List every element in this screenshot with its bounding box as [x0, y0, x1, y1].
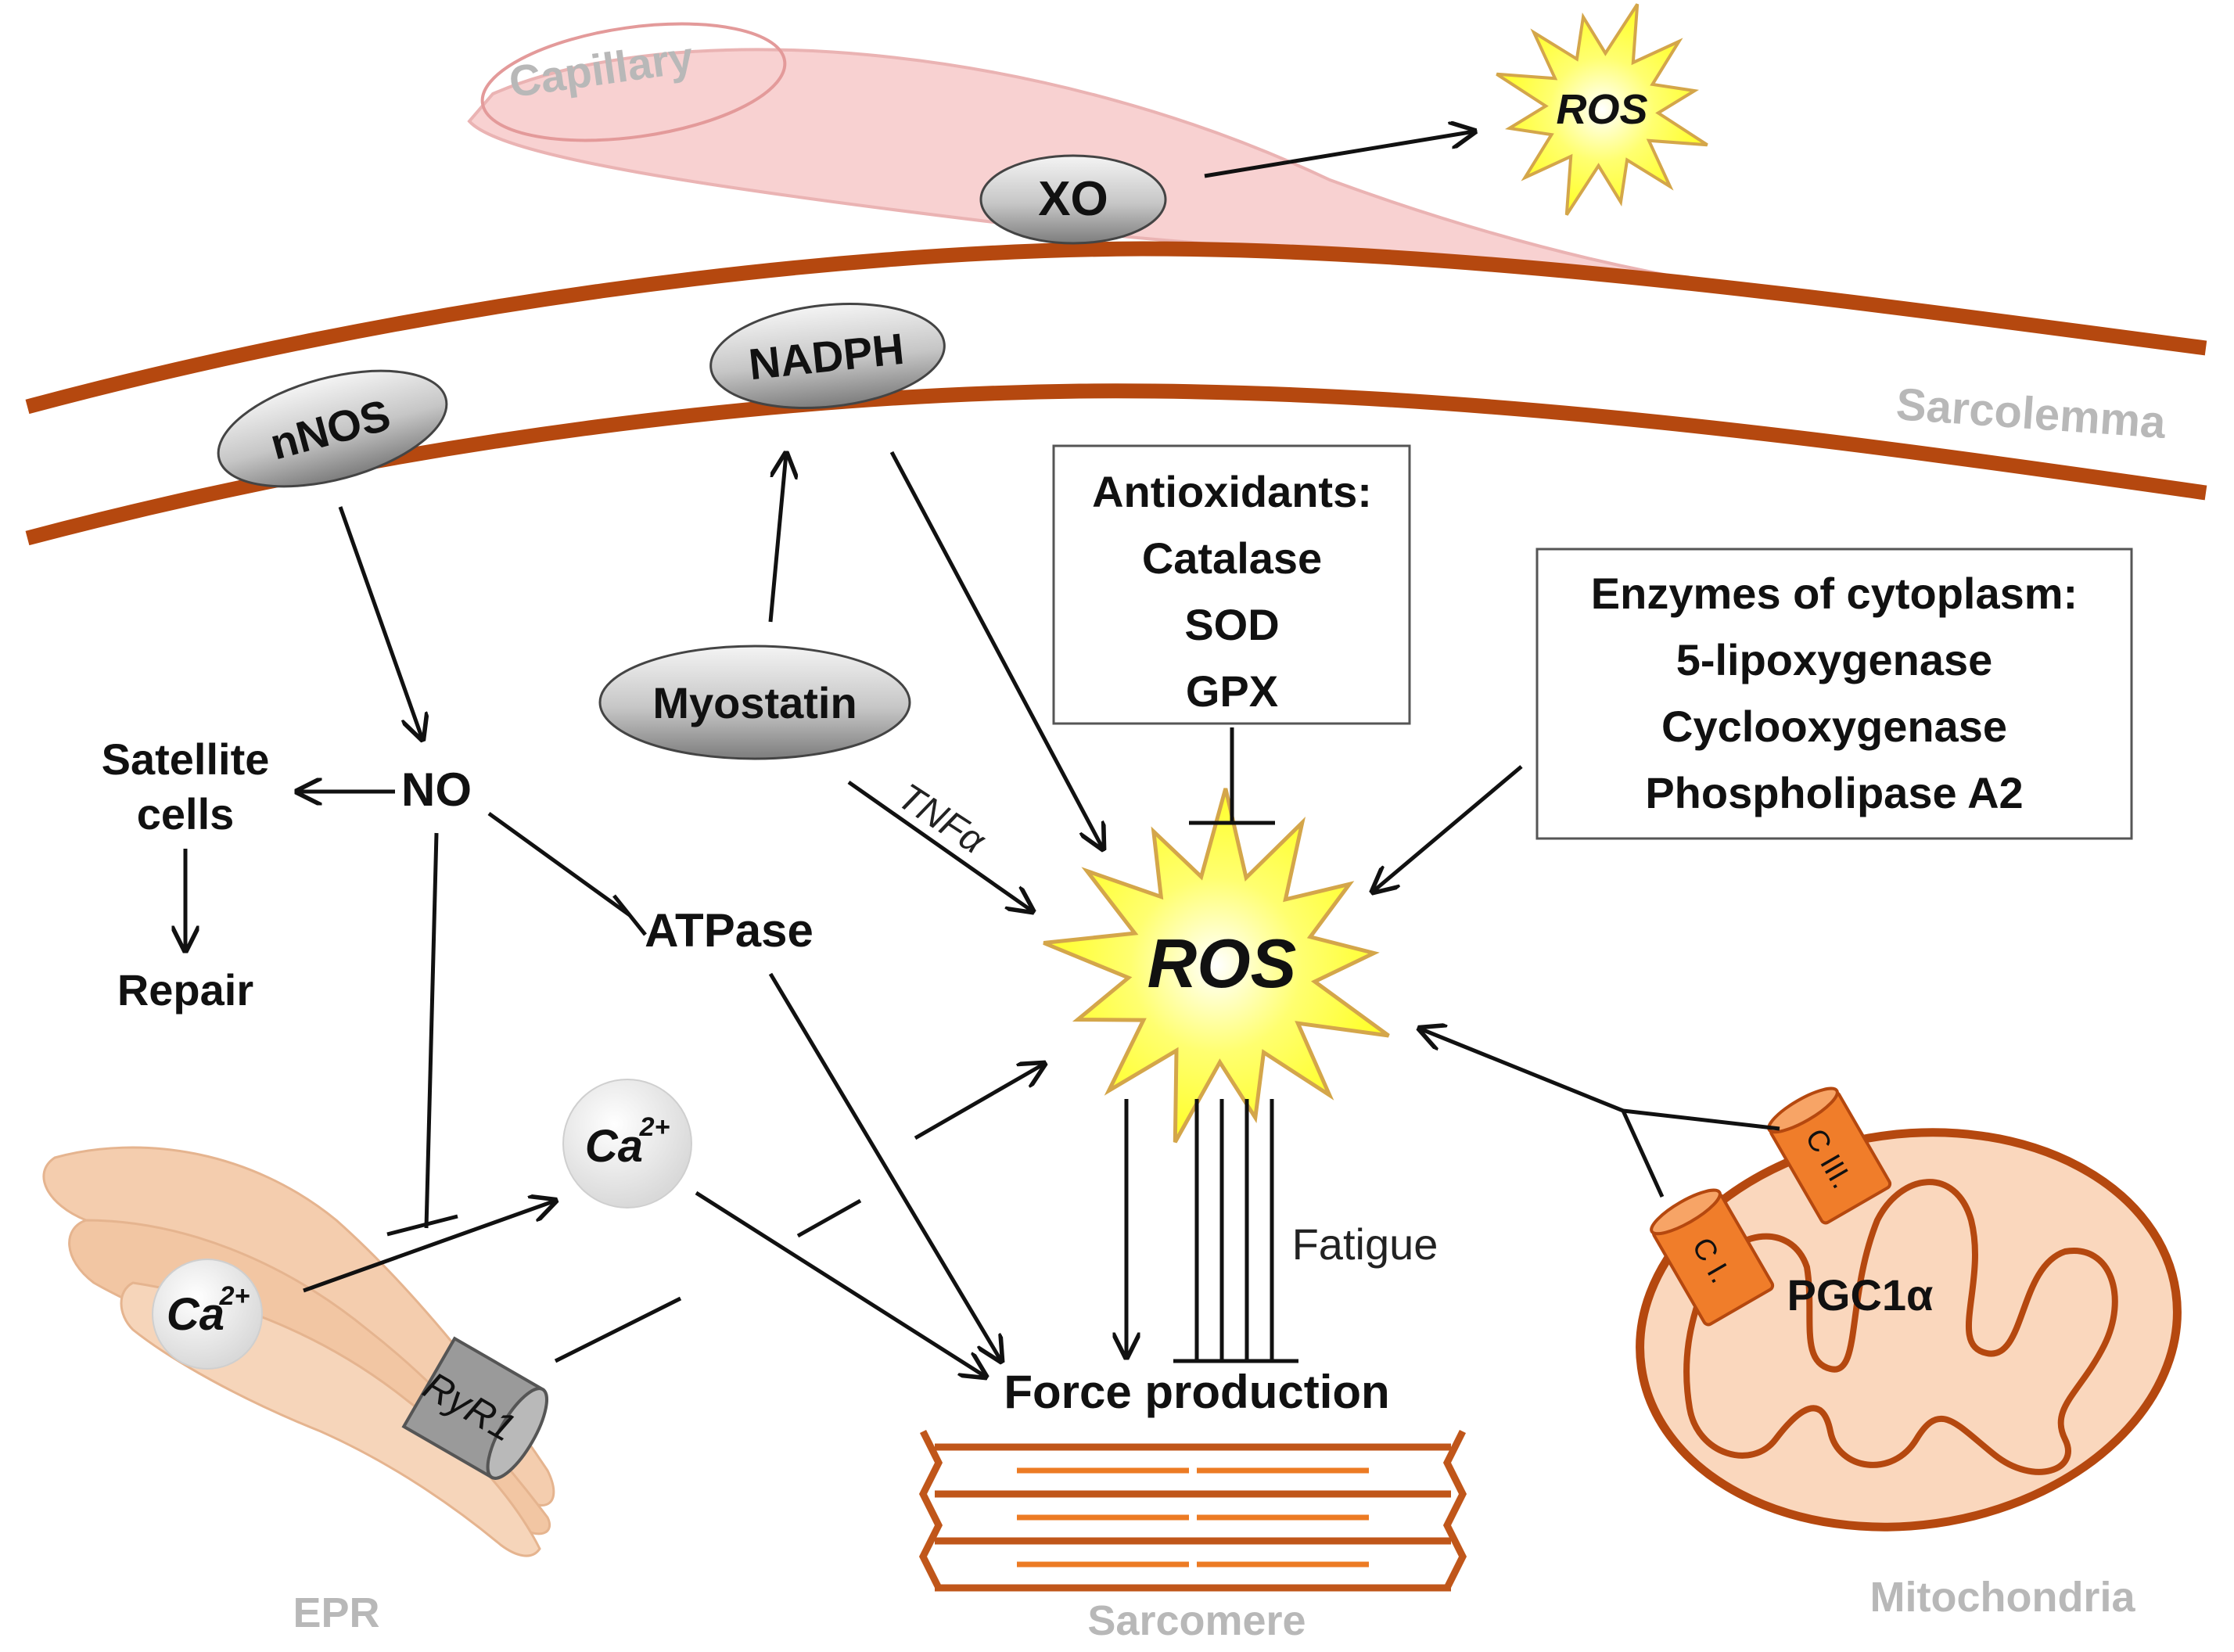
mitochondrion: PGC1α Mitochondria: [1636, 1128, 2182, 1621]
xo-label: XO: [1038, 172, 1108, 226]
ros-main-label: ROS: [1148, 925, 1297, 1002]
antioxidants-title: Antioxidants:: [1092, 467, 1372, 516]
sarcomere: Sarcomere: [918, 1429, 1467, 1644]
arrow-mito-to-ros: [1420, 1029, 1624, 1113]
sarcomere-label: Sarcomere: [1087, 1597, 1306, 1644]
epr-label: EPR: [293, 1589, 379, 1636]
calcium-cytosol: Ca 2+: [562, 1079, 692, 1208]
enzymes-title: Enzymes of cytoplasm:: [1591, 569, 2078, 618]
inhibit-no-atpase: [487, 811, 631, 918]
arrow-nnos-to-no: [338, 506, 422, 739]
fatigue-label: Fatigue: [1292, 1219, 1438, 1269]
complex-i: C I.: [1650, 1188, 1775, 1327]
mitochondria-label: Mitochondria: [1870, 1574, 2136, 1621]
complex-iii: C III.: [1767, 1086, 1892, 1225]
inhibition-edges: [386, 727, 1298, 1363]
antioxidant-catalase: Catalase: [1142, 533, 1322, 583]
enzyme-cyclooxygenase: Cyclooxygenase: [1661, 702, 2007, 751]
arrow-atpase-to-force: [768, 972, 1001, 1361]
ryr1-channel: RyR1: [401, 1336, 548, 1480]
pgc1a-label: PGC1α: [1787, 1270, 1934, 1320]
arrow-nadph-to-ros: [889, 451, 1103, 849]
arrow-ca-release: [303, 1201, 555, 1293]
satellite-cells-label-1: Satellite: [102, 734, 270, 784]
myostatin: Myostatin: [598, 645, 911, 760]
inhibit-no-ca-release: [424, 832, 439, 1229]
myostatin-label: Myostatin: [652, 678, 857, 727]
sarcolemma-label: Sarcolemma: [1895, 379, 2168, 448]
enzymes-box: Enzymes of cytoplasm: 5-lipoxygenase Cyc…: [1535, 548, 2133, 840]
nnos-enzyme: nNOS: [217, 369, 448, 488]
antioxidant-sod: SOD: [1184, 600, 1279, 649]
arrow-xo-to-ros: [1204, 131, 1474, 178]
calcium-sr: Ca 2+: [152, 1259, 263, 1370]
capillary: Capillary: [467, 22, 1941, 311]
arrow-myostatin-to-nadph: [768, 454, 786, 623]
repair-label: Repair: [117, 965, 253, 1015]
no-label: NO: [401, 763, 472, 816]
xo-enzyme: XO: [979, 154, 1167, 245]
inhibit-no-atpase-bar: [612, 894, 647, 936]
calcium-sr-label: Ca: [167, 1289, 224, 1340]
antioxidants-box: Antioxidants: Catalase SOD GPX: [1052, 444, 1411, 725]
arrow-ca-to-force: [695, 1191, 986, 1377]
antioxidant-gpx: GPX: [1186, 666, 1278, 716]
enzyme-5-lipoxygenase: 5-lipoxygenase: [1676, 635, 1993, 684]
calcium-cytosol-superscript: 2+: [639, 1112, 670, 1142]
nadph-oxidase: NADPH: [709, 302, 946, 410]
calcium-sr-superscript: 2+: [219, 1281, 250, 1311]
enzyme-phospholipase-a2: Phospholipase A2: [1645, 768, 2023, 817]
line-ryr1-segment-1: [554, 1296, 682, 1363]
ros-top-label: ROS: [1556, 86, 1647, 133]
calcium-cytosol-label: Ca: [585, 1121, 643, 1172]
activation-arrows: [185, 131, 1780, 1377]
inhibit-no-ca-release-bar: [386, 1214, 458, 1237]
force-production-label: Force production: [1004, 1366, 1389, 1418]
satellite-cells-label-2: cells: [137, 789, 235, 839]
arrow-myostatin-tnf-to-ros: [847, 780, 1033, 911]
atpase-label: ATPase: [645, 904, 814, 957]
arrow-ryr1-to-ros: [914, 1064, 1044, 1140]
line-ryr1-segment-2: [796, 1198, 862, 1238]
ros-burst-main: ROS: [1043, 788, 1390, 1144]
arrow-enzymes-to-ros: [1373, 765, 1523, 892]
ros-burst-top: ROS: [1496, 3, 1708, 216]
